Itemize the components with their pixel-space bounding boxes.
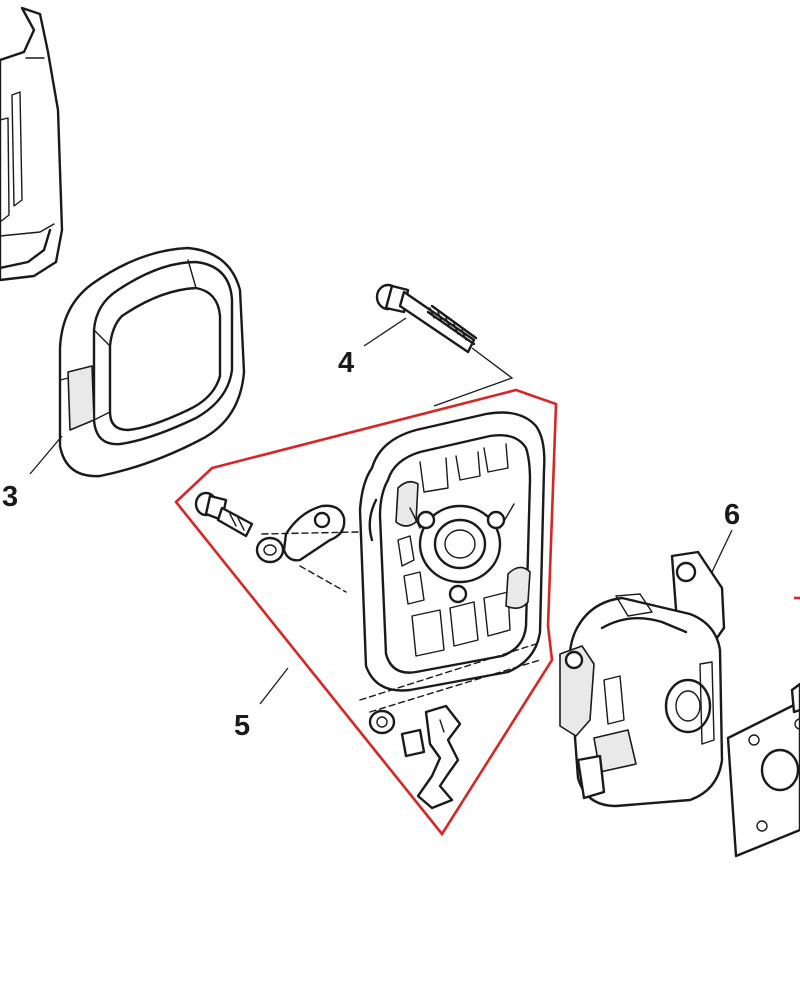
air-cleaner-base-assembly (174, 388, 558, 837)
part-label-4: 4 (338, 347, 354, 379)
part-label-5: 5 (234, 710, 250, 742)
gasket (726, 682, 800, 858)
highlight-outline (174, 388, 558, 837)
carburetor (559, 529, 733, 808)
label-3-leader (29, 435, 63, 475)
bolt (363, 283, 514, 407)
air-filter (58, 246, 246, 478)
part-label-6: 6 (724, 499, 740, 531)
part-label-3: 3 (2, 481, 18, 513)
air-cleaner-cover (0, 6, 64, 282)
